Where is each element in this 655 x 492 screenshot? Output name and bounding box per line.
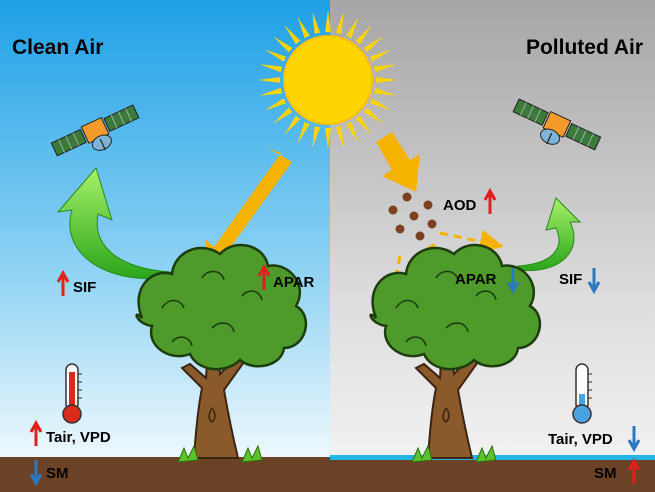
increase-arrow-icon xyxy=(257,263,271,290)
sun-ray xyxy=(363,107,383,124)
sun-ray xyxy=(369,98,392,111)
increase-arrow-icon xyxy=(483,187,497,214)
apar-right-label: APAR xyxy=(455,271,497,288)
sun-ray xyxy=(297,121,310,144)
tair-vpd-left-label: Tair, VPD xyxy=(46,429,111,446)
thermometer-hot-icon xyxy=(62,363,82,424)
thermometer-cold-icon xyxy=(572,363,592,424)
sun-ray xyxy=(273,36,293,53)
sun-ray xyxy=(346,121,359,144)
polluted-air-title: Polluted Air xyxy=(526,36,643,59)
sif-arrow-left xyxy=(56,166,171,280)
sun-ray xyxy=(264,98,287,111)
decrease-arrow-icon xyxy=(506,268,520,295)
increase-arrow-icon xyxy=(627,457,641,484)
sun-ray xyxy=(312,11,321,34)
soil xyxy=(0,457,655,492)
sun-ray xyxy=(273,107,293,124)
sun-ray xyxy=(363,36,383,53)
increase-arrow-icon xyxy=(56,269,70,296)
sun-ray xyxy=(284,25,301,45)
sm-left-indicator: SM xyxy=(29,460,69,487)
decrease-arrow-icon xyxy=(29,460,43,487)
sun-ray xyxy=(355,25,372,45)
aod-label: AOD xyxy=(443,197,477,214)
apar-right-indicator: APAR xyxy=(455,268,520,295)
clean-air-panel xyxy=(0,0,330,492)
increase-arrow-icon xyxy=(29,419,43,446)
sif-right-indicator: SIF xyxy=(559,268,601,295)
tair-vpd-right-indicator: Tair, VPD xyxy=(548,426,641,453)
sun-ray xyxy=(259,64,282,73)
sun-ray xyxy=(297,16,310,39)
sm-right-label: SM xyxy=(594,465,617,482)
sif-left-indicator: SIF xyxy=(56,269,96,296)
sun-ray xyxy=(374,87,397,96)
sif-arrow-right xyxy=(517,197,582,272)
sun-ray xyxy=(369,49,392,62)
sun-ray xyxy=(264,49,287,62)
sun-ray xyxy=(325,10,331,33)
sunlight-arrow-right xyxy=(376,132,420,192)
polluted-air-panel xyxy=(330,0,655,492)
scatter-arrow-right xyxy=(439,229,504,254)
clean-air-title: Clean Air xyxy=(12,36,103,59)
sm-right-indicator: SM xyxy=(594,457,641,484)
sun-icon xyxy=(258,10,398,150)
tair-vpd-right-label: Tair, VPD xyxy=(548,431,613,448)
sun-ray xyxy=(335,126,344,149)
sun-ray xyxy=(374,64,397,73)
apar-left-label: APAR xyxy=(273,274,315,291)
sun-ray xyxy=(284,115,301,135)
sif-left-label: SIF xyxy=(73,279,96,296)
sun-ray xyxy=(325,127,331,150)
aod-indicator: AOD xyxy=(443,187,497,214)
sun-ray xyxy=(259,87,282,96)
tair-vpd-left-indicator: Tair, VPD xyxy=(29,419,111,446)
decrease-arrow-icon xyxy=(587,268,601,295)
sun-ray xyxy=(258,77,281,83)
apar-left-indicator: APAR xyxy=(257,263,315,291)
sun-ray xyxy=(312,126,321,149)
sunlight-arrow-left xyxy=(198,148,292,282)
sif-right-label: SIF xyxy=(559,271,582,288)
aerosol-particles-icon xyxy=(388,192,437,241)
sun-ray xyxy=(346,16,359,39)
sun-ray xyxy=(375,77,398,83)
decrease-arrow-icon xyxy=(627,426,641,453)
sun-ray xyxy=(335,11,344,34)
sun-ray xyxy=(355,115,372,135)
sm-left-label: SM xyxy=(46,465,69,482)
